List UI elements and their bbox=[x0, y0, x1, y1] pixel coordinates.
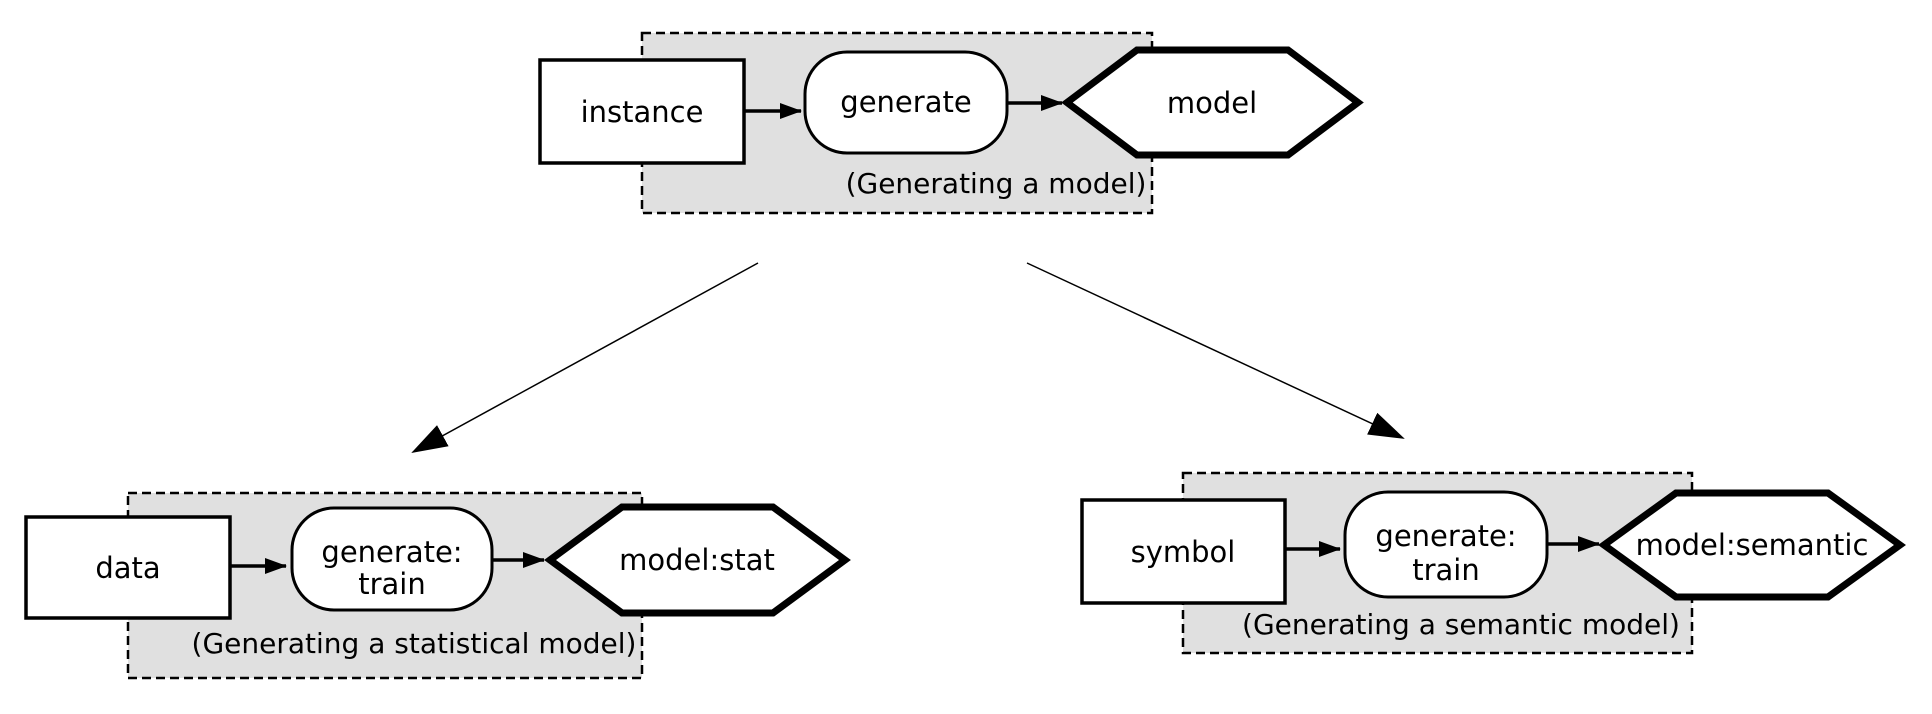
node-generate-train bbox=[1343, 490, 1549, 599]
arrow-to-semantic-branch bbox=[1026, 262, 1405, 439]
node-model bbox=[1061, 46, 1364, 159]
node-generate-train-label-line1: generate: bbox=[1375, 519, 1516, 553]
group-caption: (Generating a statistical model) bbox=[192, 627, 637, 660]
group-generating-semantic-model: symbol generate: train model:semantic (G… bbox=[1080, 471, 1906, 655]
node-symbol bbox=[1080, 498, 1287, 605]
node-model-semantic-label: model:semantic bbox=[1636, 528, 1869, 562]
group-caption: (Generating a model) bbox=[846, 167, 1147, 200]
group-caption: (Generating a semantic model) bbox=[1242, 608, 1680, 641]
node-data-label: data bbox=[95, 551, 160, 585]
node-model-stat-label: model:stat bbox=[619, 543, 775, 577]
node-generate-train-label-line2: train bbox=[358, 567, 426, 601]
group-generating-statistical-model: data generate: train model:stat (Generat… bbox=[24, 491, 851, 680]
node-instance bbox=[538, 58, 746, 165]
node-model-stat bbox=[544, 503, 851, 617]
node-generate-train bbox=[290, 506, 494, 612]
node-generate-train-label-line1: generate: bbox=[321, 535, 462, 569]
node-generate bbox=[803, 50, 1009, 155]
group-generating-model: instance generate model (Generating a mo… bbox=[538, 31, 1364, 215]
node-generate-label: generate bbox=[840, 85, 971, 119]
arrow-to-statistical-branch bbox=[411, 262, 759, 453]
node-model-label: model bbox=[1167, 86, 1257, 120]
node-generate-train-label-line2: train bbox=[1412, 553, 1480, 587]
node-instance-label: instance bbox=[581, 95, 704, 129]
node-model-semantic bbox=[1598, 489, 1906, 601]
node-data bbox=[24, 515, 232, 620]
node-symbol-label: symbol bbox=[1131, 535, 1236, 569]
